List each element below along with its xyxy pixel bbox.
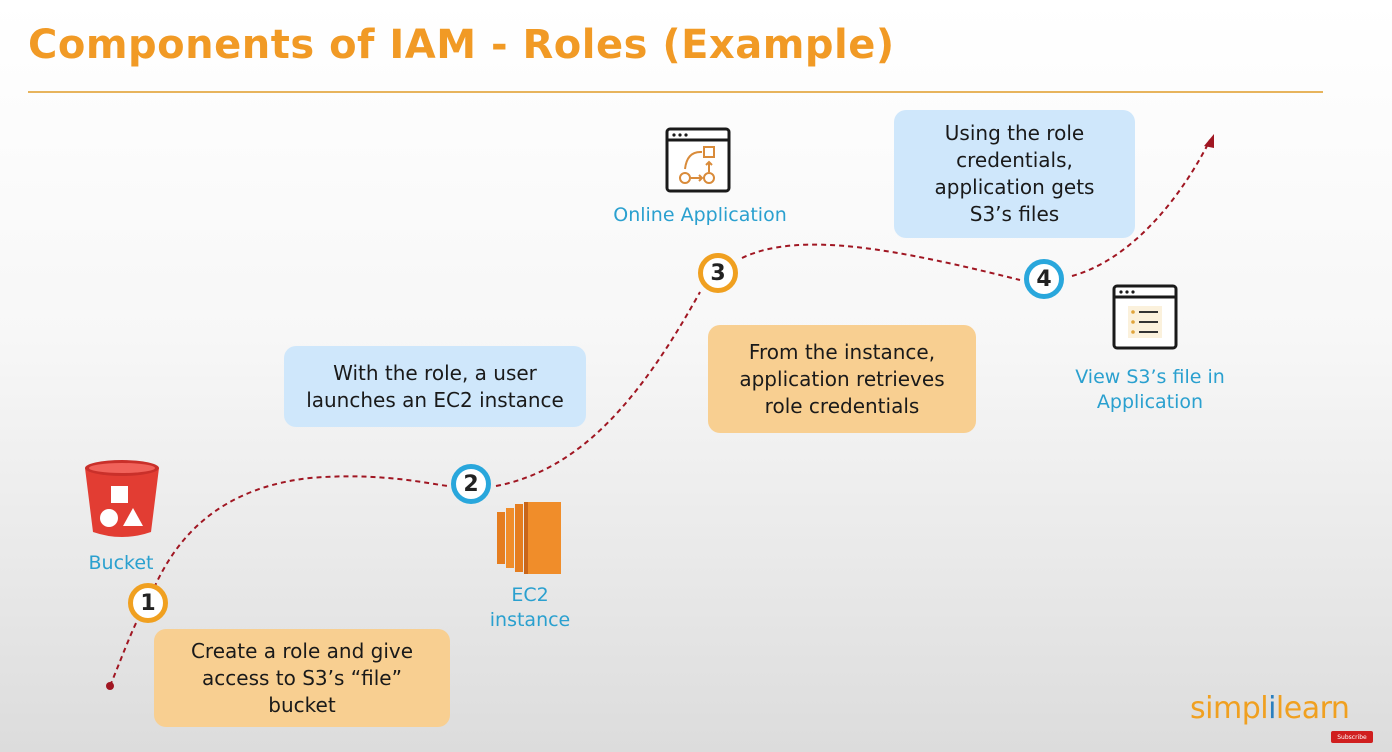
logo-part-1: simpl: [1190, 691, 1269, 726]
box-get-files-text: Using the role credentials, application …: [934, 121, 1095, 226]
step-marker-2: 2: [451, 464, 491, 504]
s3-bucket-icon: [85, 460, 159, 537]
view-file-icon: [1112, 284, 1178, 350]
step-marker-3: 3: [698, 253, 738, 293]
youtube-subscribe-badge[interactable]: Subscribe: [1331, 731, 1373, 743]
title-underline: [28, 91, 1323, 93]
box-create-role-text: Create a role and give access to S3’s “f…: [190, 638, 414, 717]
path-segment-2: [495, 291, 701, 487]
ec2-label: EC2 instance: [489, 584, 571, 631]
step-marker-1: 1: [128, 583, 168, 623]
box-get-files: Using the role credentials, application …: [894, 110, 1135, 238]
step-marker-4: 4: [1024, 259, 1064, 299]
page-title: Components of IAM - Roles (Example): [28, 22, 895, 68]
arrow-head-icon: [1204, 134, 1214, 148]
path-segment-3: [741, 243, 1021, 281]
online-application-icon: [665, 127, 731, 193]
simplilearn-logo: simplilearn: [1190, 691, 1350, 726]
online-application-label: Online Application: [613, 204, 787, 226]
box-retrieve-credentials-text: From the instance, application retrieves…: [739, 339, 945, 418]
path-segment-1: [109, 475, 449, 687]
box-retrieve-credentials: From the instance, application retrieves…: [708, 325, 976, 433]
box-launch-ec2-text: With the role, a user launches an EC2 in…: [306, 360, 564, 412]
path-segment-4: [1071, 139, 1211, 277]
box-create-role: Create a role and give access to S3’s “f…: [154, 629, 450, 727]
ec2-instance-icon: [497, 502, 561, 574]
logo-separator: i: [1268, 691, 1276, 726]
box-launch-ec2: With the role, a user launches an EC2 in…: [284, 346, 586, 427]
bucket-label: Bucket: [88, 552, 154, 574]
logo-part-2: learn: [1275, 691, 1350, 726]
view-s3-file-label: View S3’s file in Application: [1075, 366, 1225, 413]
path-start-dot: [106, 682, 114, 690]
